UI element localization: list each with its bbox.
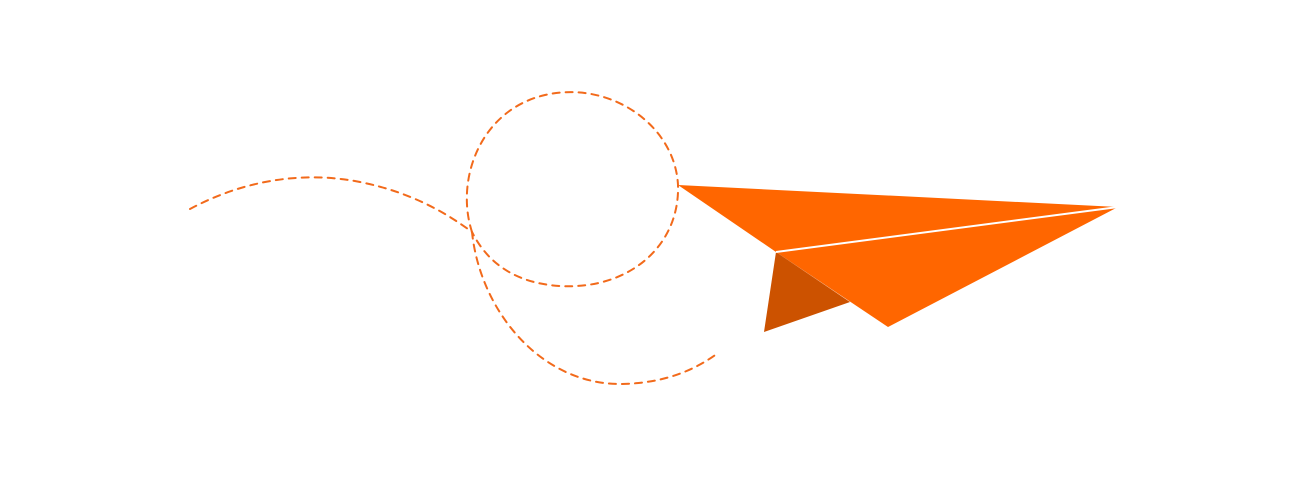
plane-crease-line — [775, 206, 1119, 253]
plane-lower-wing — [776, 207, 1118, 327]
dashed-flight-trail — [189, 176, 719, 386]
plane-keel-fold — [764, 252, 850, 332]
dashed-loop-circle — [465, 91, 680, 288]
paper-plane-icon — [678, 185, 1119, 332]
plane-upper-wing — [678, 185, 1118, 252]
